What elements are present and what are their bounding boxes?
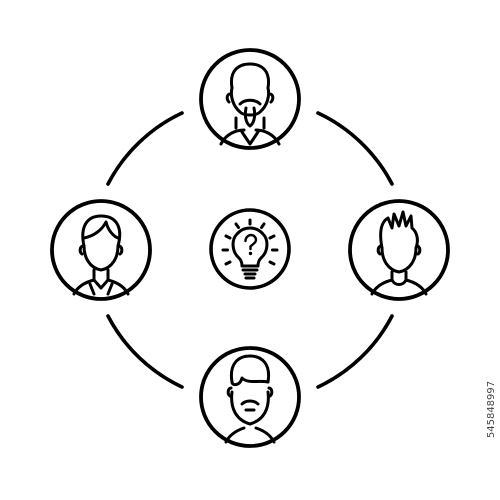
ring-arc-top-right (316, 111, 394, 186)
ring-arc-top-left (106, 111, 184, 186)
person-full-beard-icon (199, 346, 301, 448)
image-id-text: 545848997 (486, 380, 498, 438)
ring-arc-bottom-right (316, 314, 394, 389)
lightbulb-question-icon (209, 208, 291, 290)
image-id-label: 545848997 (485, 318, 499, 500)
person-bearded-icon (199, 48, 301, 150)
ring-arc-bottom-left (106, 314, 184, 389)
person-spiky-hair-icon (348, 199, 450, 301)
connecting-ring (106, 111, 394, 389)
person-short-hair-icon (50, 199, 152, 301)
